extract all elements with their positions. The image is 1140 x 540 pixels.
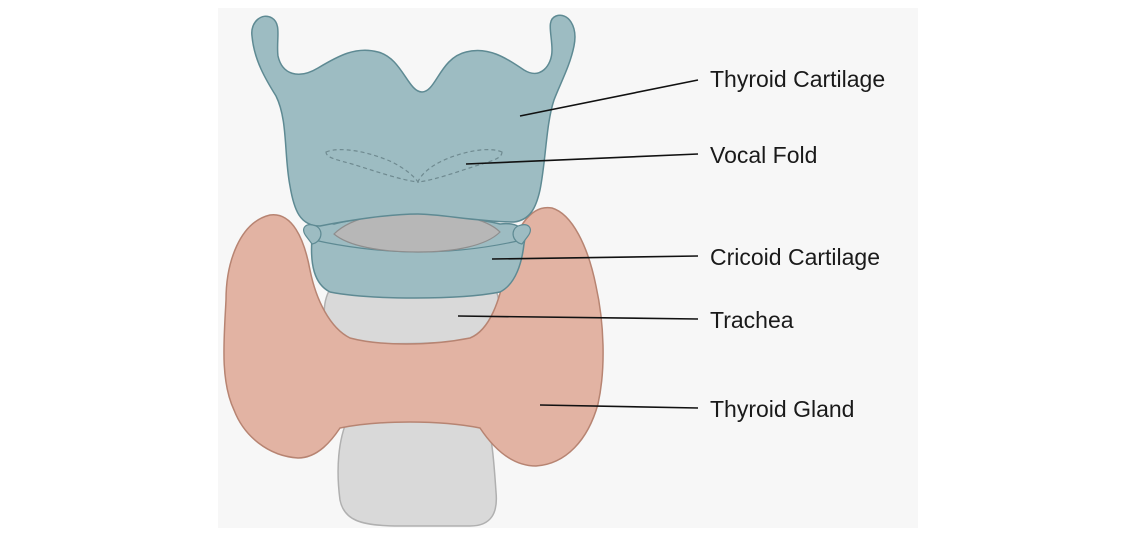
leader-thyroid-cartilage [519,79,699,117]
leader-trachea [457,315,699,320]
label-vocal-fold: Vocal Fold [710,142,817,168]
label-trachea: Trachea [710,307,794,333]
trachea-lower-segment [337,417,498,527]
leader-thyroid-gland [539,404,699,409]
cricothyroid-left-joint [303,224,322,245]
cricothyroid-right-joint [512,224,531,245]
thyroid-cartilage-shape [251,14,576,227]
label-thyroid-cartilage: Thyroid Cartilage [710,66,885,92]
label-thyroid-gland: Thyroid Gland [710,396,854,422]
leader-cricoid-cartilage [491,255,699,260]
leader-vocal-fold [465,153,699,165]
vocal-fold-right [417,149,503,183]
label-cricoid-cartilage: Cricoid Cartilage [710,244,880,270]
